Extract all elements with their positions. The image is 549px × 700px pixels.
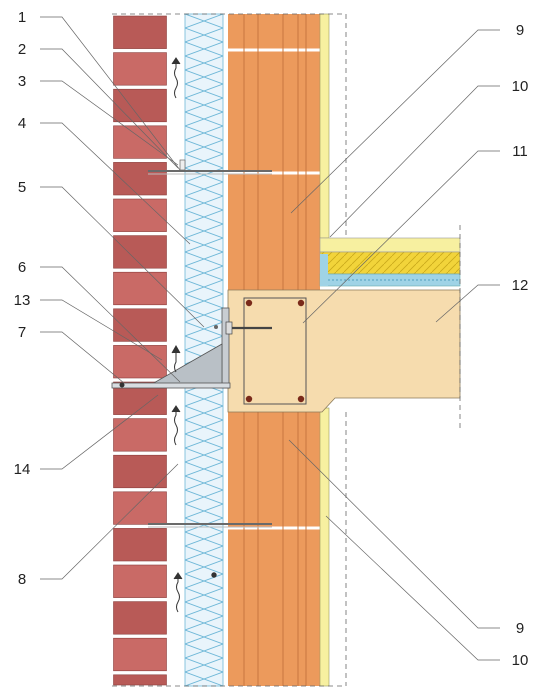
- callout-10-top: 10: [512, 78, 529, 95]
- support-bracket: [111, 307, 272, 389]
- block-wall-upper: [228, 14, 320, 290]
- brick-leaf: [112, 14, 168, 686]
- block-vertical-lines: [243, 14, 307, 686]
- callout-7: 7: [18, 324, 26, 341]
- callout-11: 11: [512, 143, 528, 160]
- brick: [113, 454, 167, 489]
- brick: [113, 564, 167, 598]
- brick: [113, 88, 167, 123]
- callout-2: 2: [18, 41, 26, 58]
- callout-1: 1: [18, 9, 26, 26]
- brick: [113, 271, 167, 306]
- airflow-arrows: [171, 57, 217, 613]
- plaster-lower: [319, 407, 330, 687]
- brick: [113, 674, 167, 686]
- brick: [113, 601, 167, 635]
- rebar-cage: [243, 297, 307, 405]
- callout-8: 8: [18, 571, 26, 588]
- callout-6: 6: [18, 259, 26, 276]
- callout-9-top: 9: [516, 22, 524, 39]
- plaster-upper: [319, 13, 330, 239]
- concrete-slab: [227, 289, 461, 413]
- callout-5: 5: [18, 179, 26, 196]
- brick: [113, 15, 167, 49]
- brick: [113, 528, 167, 562]
- callout-labels: 1 2 3 4 5 6 13 7 14 8 9 10 11 12 9 10: [14, 9, 529, 669]
- wall-tie-upper: [148, 159, 272, 175]
- brick: [113, 491, 167, 525]
- callout-14: 14: [14, 461, 31, 478]
- callout-4: 4: [18, 115, 26, 132]
- brick: [113, 162, 167, 196]
- brick: [113, 418, 167, 452]
- brick: [113, 637, 167, 672]
- callout-13: 13: [14, 292, 31, 309]
- brick: [113, 125, 167, 159]
- break-lines: [112, 13, 461, 687]
- block-wall-lower: [228, 412, 320, 686]
- brick: [113, 345, 167, 379]
- brick: [113, 235, 167, 269]
- brick: [113, 198, 167, 232]
- callout-9-bottom: 9: [516, 620, 524, 637]
- floor-buildup: [319, 237, 461, 287]
- callout-12: 12: [512, 277, 529, 294]
- brick: [113, 52, 167, 86]
- wall-tie-lower: [148, 523, 272, 528]
- callout-3: 3: [18, 73, 26, 90]
- callout-10-bottom: 10: [512, 652, 529, 669]
- leader-lines: [40, 16, 500, 661]
